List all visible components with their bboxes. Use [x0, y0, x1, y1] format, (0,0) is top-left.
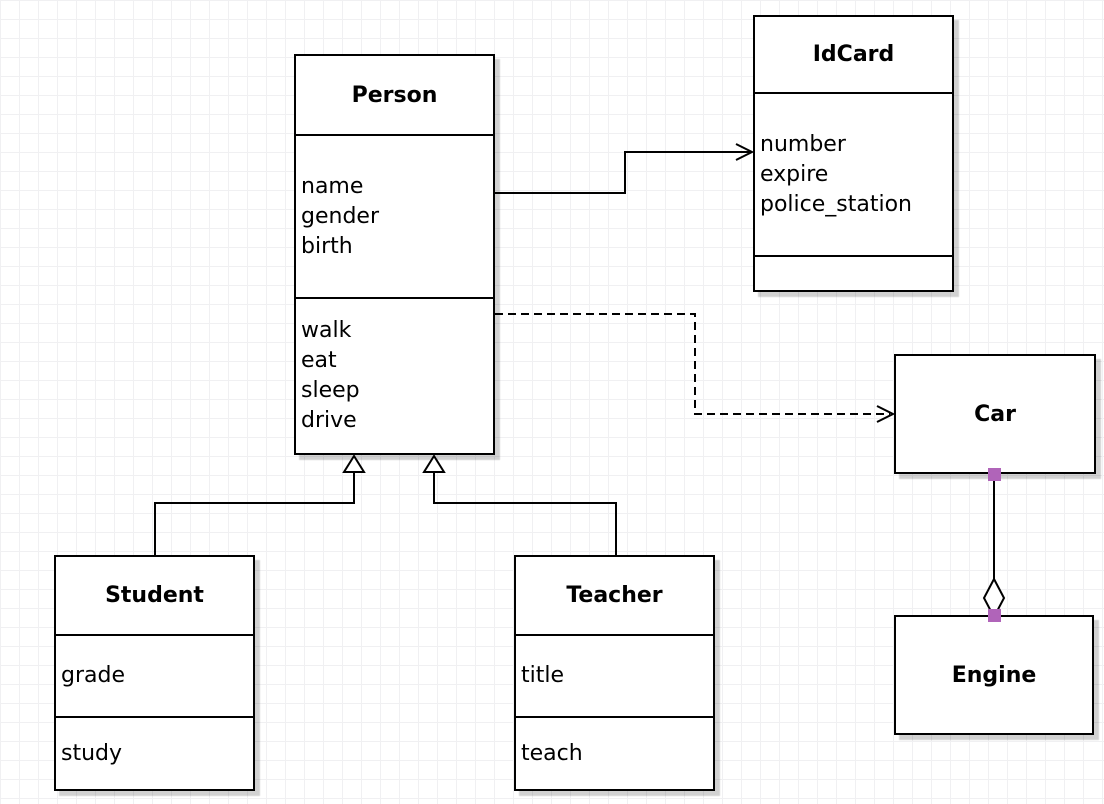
- class-person[interactable]: Person name gender birth walk eat sleep …: [294, 54, 495, 455]
- method: drive: [301, 408, 357, 433]
- hollow-diamond-icon: [982, 576, 1006, 620]
- class-idcard-methods: [755, 255, 952, 290]
- attribute: police_station: [760, 191, 912, 217]
- class-engine[interactable]: Engine: [894, 615, 1094, 735]
- class-teacher-methods: teach: [516, 716, 713, 789]
- method: study: [61, 740, 123, 766]
- edge-inheritance-teacher-person[interactable]: [422, 454, 617, 555]
- class-person-title: Person: [351, 82, 438, 108]
- attribute: birth: [301, 233, 353, 259]
- method: teach: [521, 740, 583, 766]
- class-teacher-attributes: title: [516, 634, 713, 716]
- class-idcard[interactable]: IdCard number expire police_station: [753, 15, 954, 292]
- method: walk: [301, 318, 352, 343]
- attribute: gender: [301, 203, 379, 229]
- open-arrow-icon: [735, 143, 755, 161]
- class-student-methods: study: [56, 716, 253, 789]
- class-idcard-title: IdCard: [812, 42, 895, 67]
- attribute: title: [521, 663, 565, 688]
- attribute: expire: [760, 161, 829, 187]
- hollow-triangle-icon: [342, 454, 366, 473]
- class-car-title: Car: [974, 401, 1016, 427]
- class-student-attributes: grade: [56, 634, 253, 716]
- open-arrow-icon: [876, 405, 896, 423]
- edge-inheritance-student-person[interactable]: [154, 454, 366, 555]
- class-student-title: Student: [105, 583, 204, 608]
- attribute: number: [760, 131, 846, 157]
- class-student[interactable]: Student grade study: [54, 555, 255, 791]
- class-car[interactable]: Car: [894, 354, 1096, 474]
- edge-dependency-person-car[interactable]: [495, 313, 896, 423]
- class-person-attributes: name gender birth: [296, 134, 493, 297]
- class-teacher-title: Teacher: [566, 583, 663, 608]
- class-teacher[interactable]: Teacher title teach: [514, 555, 715, 791]
- edge-aggregation-car-engine[interactable]: [982, 468, 1006, 622]
- attribute: grade: [61, 663, 125, 688]
- class-person-methods: walk eat sleep drive: [296, 297, 493, 453]
- method: sleep: [301, 378, 360, 403]
- attribute: name: [301, 173, 364, 199]
- edge-association-person-idcard[interactable]: [495, 143, 755, 194]
- class-idcard-attributes: number expire police_station: [755, 92, 952, 255]
- class-engine-title: Engine: [951, 662, 1037, 688]
- method: eat: [301, 348, 337, 373]
- hollow-triangle-icon: [422, 454, 446, 473]
